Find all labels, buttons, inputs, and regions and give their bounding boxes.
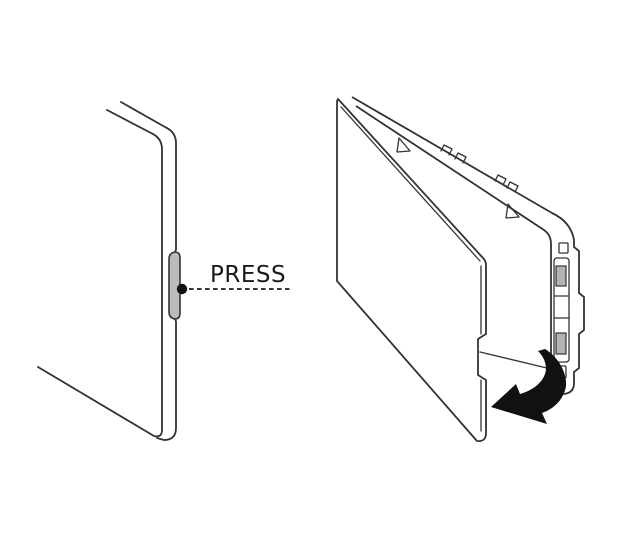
latch-plate-ticks — [554, 295, 569, 319]
panel-outer-contour — [37, 109, 163, 438]
device-frame — [351, 96, 585, 395]
panel-edge-thickness-line — [120, 101, 177, 441]
press-label: PRESS — [210, 262, 286, 288]
latch-slot-bottom — [555, 332, 567, 355]
press-callout: PRESS — [176, 262, 293, 295]
panel-side-view — [37, 101, 181, 441]
clip-bump-1 — [440, 144, 453, 156]
latch-plate — [553, 257, 570, 363]
opened-cover — [336, 98, 487, 442]
rotate-arrow-icon — [491, 349, 567, 424]
latch-hook-top — [558, 242, 569, 254]
cover-top-crease — [340, 106, 481, 262]
clip-bump-4 — [506, 181, 519, 193]
latch-slot-top — [555, 265, 567, 287]
frame-rail-outline — [351, 96, 585, 395]
release-button — [168, 251, 181, 320]
callout-dot — [176, 283, 188, 295]
clip-tab-triangle-2 — [505, 203, 520, 219]
clip-tab-triangle-1 — [396, 137, 411, 153]
cover-open-figure — [336, 96, 585, 442]
clip-bump-2 — [454, 152, 467, 164]
frame-bottom-edge-line — [479, 351, 552, 370]
clip-bump-3 — [494, 174, 507, 186]
cover-outline — [336, 98, 487, 442]
